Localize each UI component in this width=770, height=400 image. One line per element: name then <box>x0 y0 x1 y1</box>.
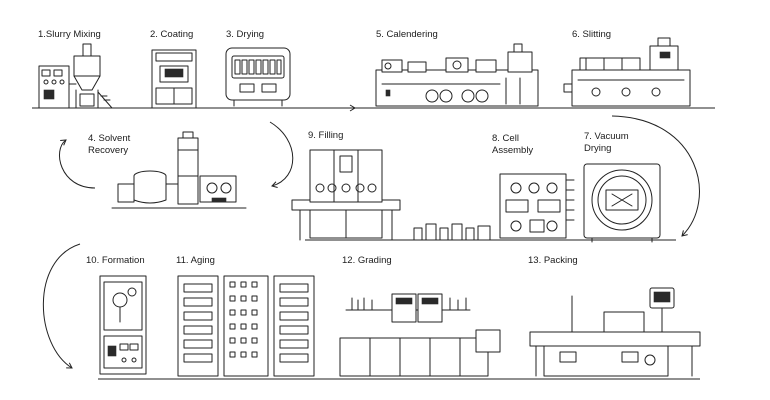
step-label-cell-assembly-1: 8. Cell <box>492 133 519 144</box>
step-label-solvent-recovery-2: Recovery <box>88 145 129 156</box>
step-label-filling: 9. Filling <box>308 130 344 141</box>
coating-machine <box>151 49 197 109</box>
step-label-coating: 2. Coating <box>150 29 194 40</box>
step-label-grading: 12. Grading <box>342 255 392 266</box>
flow-arrow-from-solvent-recovery <box>58 139 96 189</box>
filling-machine <box>291 149 401 241</box>
formation-cabinet <box>99 275 147 375</box>
step-label-drying: 3. Drying <box>226 29 265 40</box>
drying-oven <box>225 47 291 107</box>
step-label-packing: 13. Packing <box>528 255 578 266</box>
vacuum-drying-oven <box>583 163 661 243</box>
step-label-solvent-recovery-1: 4. Solvent <box>88 133 131 144</box>
step-label-formation: 10. Formation <box>86 255 145 266</box>
solvent-recovery-unit <box>111 131 247 209</box>
slitting-machine <box>563 37 691 107</box>
calendering-machine <box>375 43 539 107</box>
slurry-mixing-machine <box>33 43 117 109</box>
step-label-slurry-mixing: 1.Slurry Mixing <box>38 29 101 40</box>
flow-arrow-to-solvent-recovery <box>269 121 294 188</box>
cell-assembly-machine <box>413 173 575 241</box>
step-label-aging: 11. Aging <box>176 255 215 266</box>
packing-machine <box>529 287 701 377</box>
step-label-calendering: 5. Calendering <box>376 29 438 40</box>
step-label-slitting: 6. Slitting <box>572 29 612 40</box>
step-label-vacuum-drying-1: 7. Vacuum <box>584 131 629 142</box>
flow-arrow-to-vacuum-drying <box>611 115 700 237</box>
step-label-cell-assembly-2: Assembly <box>492 145 534 156</box>
aging-racks <box>177 275 315 377</box>
flow-arrow-to-formation <box>42 243 81 369</box>
grading-machine <box>339 293 501 377</box>
step-label-vacuum-drying-2: Drying <box>584 143 612 154</box>
